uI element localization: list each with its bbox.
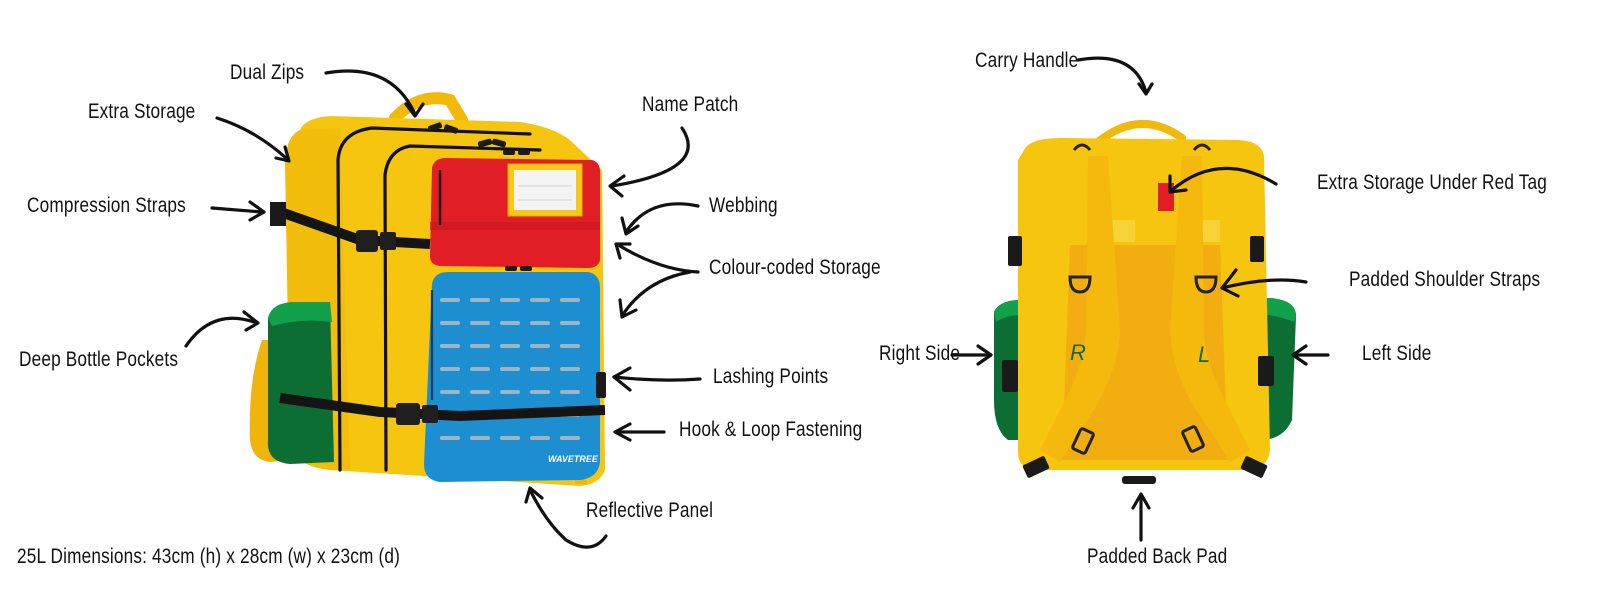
reflective-slot xyxy=(440,344,460,348)
reflective-slot xyxy=(560,298,580,302)
reflective-slot xyxy=(470,298,490,302)
right-shoulder-strap xyxy=(1040,156,1120,462)
reflective-slot xyxy=(500,344,520,348)
arrow-webbing xyxy=(624,202,700,234)
reflective-slot xyxy=(500,390,520,394)
reflective-slot xyxy=(530,436,550,440)
front-zip-inner xyxy=(383,144,542,472)
arrow-extra-storage-red-tag xyxy=(1170,166,1278,192)
reflective-slot xyxy=(560,344,580,348)
callout-dual-zips: Dual Zips xyxy=(230,61,305,84)
reflective-slot xyxy=(530,344,550,348)
reflective-slot xyxy=(500,436,520,440)
left-strap-letter: L xyxy=(1198,342,1210,367)
callout-colour-coded-storage: Colour-coded Storage xyxy=(709,256,881,279)
callout-right-side: Right Side xyxy=(879,342,961,365)
reflective-slot xyxy=(500,298,520,302)
right-strap-letter: R xyxy=(1070,340,1086,365)
front-carry-handle xyxy=(389,92,468,126)
callout-hook-loop-fastening: Hook & Loop Fastening xyxy=(679,418,863,441)
arrow-dual-zips xyxy=(324,69,416,114)
arrow-extra-storage xyxy=(215,116,288,160)
reflective-slot xyxy=(500,367,520,371)
reflective-slots xyxy=(440,298,580,440)
callout-name-patch: Name Patch xyxy=(642,93,739,116)
front-zip-outer xyxy=(336,126,532,472)
reflective-slot xyxy=(530,298,550,302)
reflective-slot xyxy=(470,390,490,394)
callout-padded-shoulder-straps: Padded Shoulder Straps xyxy=(1349,268,1541,291)
reflective-slot xyxy=(560,321,580,325)
back-backpack: R L xyxy=(994,120,1296,484)
callout-compression-straps: Compression Straps xyxy=(27,194,186,217)
callout-reflective-panel: Reflective Panel xyxy=(586,499,714,522)
callout-webbing: Webbing xyxy=(709,194,778,217)
reflective-slot xyxy=(470,344,490,348)
reflective-slot xyxy=(500,321,520,325)
callout-left-side: Left Side xyxy=(1362,342,1432,365)
blue-pouch: WAVETREE xyxy=(424,266,600,484)
reflective-slot xyxy=(530,321,550,325)
reflective-slot xyxy=(470,436,490,440)
arrow-reflective-panel xyxy=(528,488,608,549)
callout-arrows xyxy=(184,56,1330,549)
reflective-slot xyxy=(560,390,580,394)
lashing-point xyxy=(596,372,606,398)
reflective-slot xyxy=(560,367,580,371)
left-shoulder-strap xyxy=(1170,156,1250,462)
reflective-slot xyxy=(470,321,490,325)
green-bottle-pocket xyxy=(267,302,334,464)
reflective-slot xyxy=(560,436,580,440)
reflective-slot xyxy=(530,367,550,371)
arrow-lashing-points xyxy=(612,375,702,382)
arrow-carry-handle xyxy=(1076,56,1148,94)
arrow-colour-coded-storage-upper xyxy=(618,244,700,274)
bottom-buckle xyxy=(1122,476,1156,484)
compression-straps xyxy=(270,202,606,425)
name-patch-card xyxy=(514,170,576,210)
reflective-slot xyxy=(440,367,460,371)
reflective-slot xyxy=(440,390,460,394)
brand-mark: WAVETREE xyxy=(548,454,599,464)
front-backpack: WAVETREE xyxy=(249,92,606,486)
arrow-colour-coded-storage-lower xyxy=(620,270,692,318)
arrow-deep-bottle-pockets xyxy=(184,316,256,348)
callout-extra-storage: Extra Storage xyxy=(88,100,196,123)
reflective-slot xyxy=(440,321,460,325)
reflective-slot xyxy=(440,436,460,440)
callout-lashing-points: Lashing Points xyxy=(713,365,829,388)
arrow-name-patch xyxy=(610,126,690,188)
reflective-slot xyxy=(440,298,460,302)
dimensions-caption: 25L Dimensions: 43cm (h) x 28cm (w) x 23… xyxy=(17,545,400,568)
red-pouch xyxy=(430,150,600,268)
callout-carry-handle: Carry Handle xyxy=(975,49,1079,72)
callout-extra-storage-red-tag: Extra Storage Under Red Tag xyxy=(1317,171,1548,194)
reflective-slot xyxy=(530,390,550,394)
callout-padded-back-pad: Padded Back Pad xyxy=(1087,545,1228,568)
callout-deep-bottle-pockets: Deep Bottle Pockets xyxy=(19,348,179,371)
arrow-compression-straps xyxy=(210,206,264,214)
reflective-slot xyxy=(470,367,490,371)
back-carry-handle xyxy=(1094,120,1186,146)
arrow-padded-shoulder-straps xyxy=(1220,278,1308,290)
